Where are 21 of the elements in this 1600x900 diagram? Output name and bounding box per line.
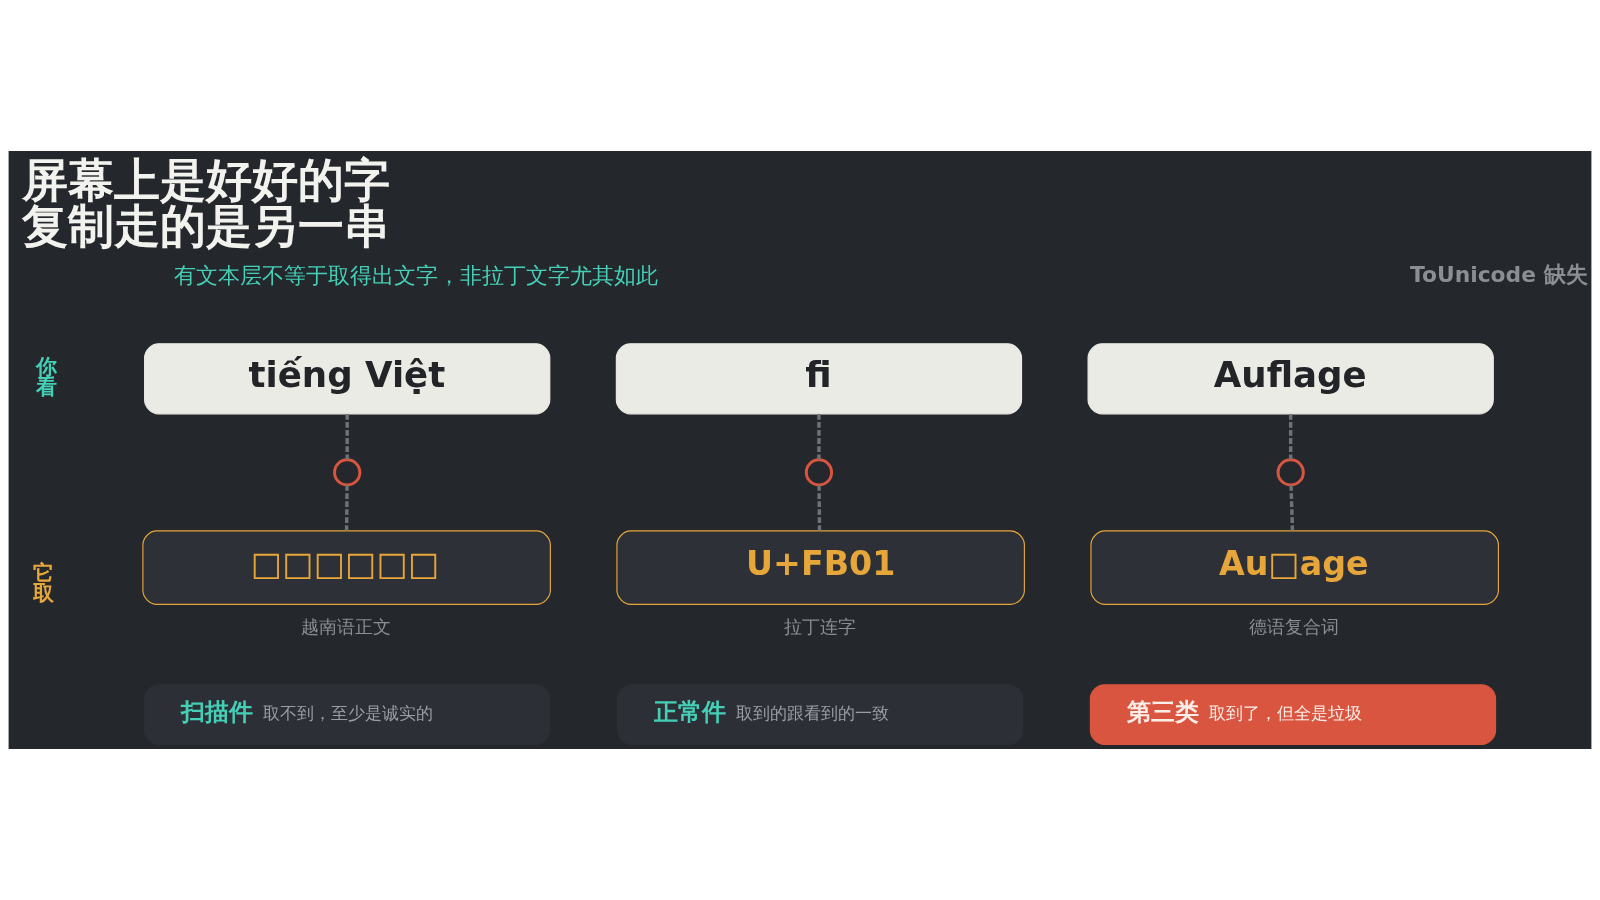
label: 有文本层不等于取得出文字，非拉丁文字尤其如此 [173,263,658,289]
label: ToUnicode 缺失 [1410,262,1588,288]
node-box: Auflage [1087,343,1494,415]
node-circle [1276,458,1305,487]
node-box: 第三类 取到了，但全是垃圾 [1089,684,1497,745]
node-box: fi [615,343,1023,415]
label: 你看 [35,354,57,400]
label: 它取 [33,560,55,606]
connector [344,485,349,531]
connector [345,413,349,460]
node-circle [804,458,834,487]
node-label: 越南语正文 [301,615,392,637]
node-box: tiếng Việt [144,343,551,415]
node-label: 德语复合词 [1249,615,1340,637]
connector [1289,485,1295,531]
node-label: 拉丁连字 [783,615,856,637]
diagram-title: 屏幕上是好好的字复制走的是另一串 [22,152,391,253]
connector [817,413,821,460]
connector [1288,413,1293,460]
connector [817,485,822,531]
node-circle [333,458,362,487]
